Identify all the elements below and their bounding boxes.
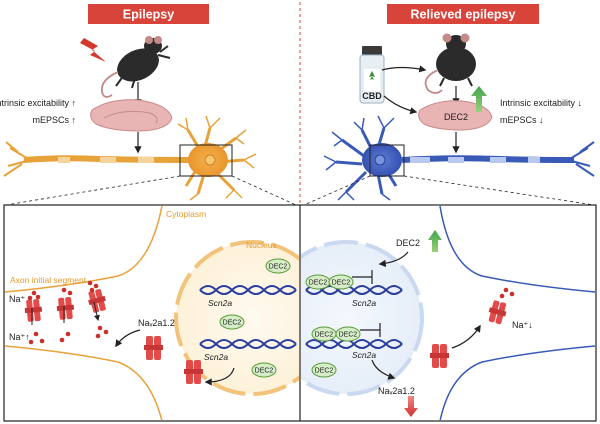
svg-text:DEC2: DEC2	[315, 368, 334, 375]
sodium-ions-right	[499, 287, 515, 299]
dec2-up-arrow-icon	[428, 230, 442, 252]
dna-strand-left-1	[199, 285, 297, 295]
cytoplasm-label: Cytoplasm	[166, 209, 206, 219]
dec2-bound-2: DEC2	[328, 274, 354, 290]
nav-channel-cytoplasm-left	[144, 336, 203, 384]
dec2-bound-1: DEC2	[305, 274, 331, 290]
scn2a-label-right-1: Scn2a	[352, 298, 376, 308]
brain-dec2-label: DEC2	[444, 112, 468, 122]
dna-strand-right-1	[305, 285, 403, 295]
dec2-bound-3: DEC2	[311, 326, 337, 342]
mouse-calm-icon	[424, 33, 476, 94]
dec2-bound-4: DEC2	[335, 326, 361, 342]
zoom-box-left	[179, 144, 233, 177]
cbd-to-mouse-arrow	[381, 65, 427, 73]
dna-strand-right-2	[305, 339, 403, 349]
hippocampus-icon	[90, 99, 173, 132]
svg-text:DEC2: DEC2	[269, 264, 288, 271]
left-zoom-panel: Cytoplasm Nucleus Axon initial segment	[5, 206, 299, 420]
dec2-protein-left-c: DEC2	[251, 362, 277, 378]
hippocampus-dec2-icon: DEC2	[418, 100, 493, 131]
scn2a-label-left-2: Scn2a	[204, 352, 228, 362]
scn2a-label-left-1: Scn2a	[208, 298, 232, 308]
right-title: Relieved epilepsy	[411, 8, 516, 22]
scn2a-label-right-2: Scn2a	[352, 350, 376, 360]
svg-text:DEC2: DEC2	[339, 332, 358, 339]
nucleus-label: Nucleus	[246, 240, 277, 250]
nav-channel-cytoplasm-right	[430, 344, 449, 368]
nav-label-right: Naᵥ2a1.2	[378, 386, 415, 396]
svg-text:DEC2: DEC2	[309, 280, 328, 287]
right-title-banner: Relieved epilepsy	[387, 4, 539, 24]
left-mepscs-text: mEPSCs ↑	[32, 115, 76, 125]
nav-down-arrow-icon	[404, 396, 418, 417]
cbd-label: CBD	[362, 91, 382, 101]
ais-label: Axon initial segment	[10, 275, 87, 285]
nav-label-left: Naᵥ2a1.2	[138, 318, 175, 328]
left-title-banner: Epilepsy	[88, 4, 209, 24]
up-arrow-icon	[471, 86, 487, 112]
left-title: Epilepsy	[123, 8, 174, 22]
right-zoom-panel: DEC2 DEC2 DEC2 DEC2 DEC2	[301, 206, 595, 420]
cbd-bottle-icon: CBD	[359, 46, 385, 104]
free-dec2-label: DEC2	[396, 238, 420, 248]
lightning-icon	[80, 38, 106, 62]
right-excitability-text: Intrinsic excitability ↓	[500, 98, 582, 108]
nav-channel-membrane-right	[488, 300, 507, 325]
dna-strand-left-2	[199, 339, 297, 349]
mouse-seizure-icon	[100, 36, 171, 98]
sodium-ions-left	[27, 280, 109, 345]
svg-text:DEC2: DEC2	[255, 368, 274, 375]
zoom-box-right	[369, 144, 405, 177]
svg-text:DEC2: DEC2	[332, 280, 351, 287]
right-mepscs-text: mEPSCs ↓	[500, 115, 544, 125]
left-excitability-text: Intrinsic excitability ↑	[0, 98, 76, 108]
blue-neuron	[323, 115, 595, 201]
na-in-label: Na⁺	[9, 294, 26, 304]
orange-neuron	[3, 115, 257, 201]
na-out-label: Na⁺↑	[9, 332, 30, 342]
dec2-low: DEC2	[311, 362, 337, 378]
svg-text:DEC2: DEC2	[223, 320, 242, 327]
cbd-to-brain-arrow	[383, 95, 418, 115]
na-out-label-right: Na⁺↓	[512, 320, 533, 330]
dec2-protein-left-b: DEC2	[219, 314, 245, 330]
dec2-protein-left-a: DEC2	[265, 258, 291, 274]
svg-text:DEC2: DEC2	[315, 332, 334, 339]
